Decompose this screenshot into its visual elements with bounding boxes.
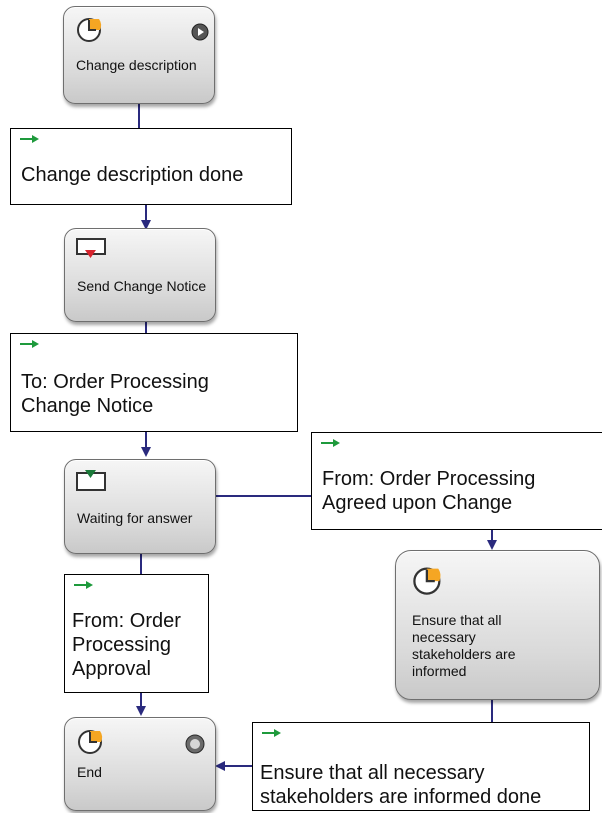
event-box-from-approval[interactable]: From: Order Processing Approval [64, 574, 209, 693]
event-text: Ensure that all necessary stakeholders a… [260, 762, 542, 808]
event-arrow-icon [321, 439, 340, 447]
clock-icon [78, 730, 103, 754]
clock-icon [77, 18, 102, 42]
event-text: Change description done [21, 164, 244, 186]
clock-icon [413, 567, 441, 595]
task-node-end[interactable]: End [64, 717, 216, 811]
task-node-ensure-stakeholders-informed[interactable]: Ensure that all necessary stakeholders a… [395, 550, 600, 700]
stop-icon[interactable] [185, 734, 205, 754]
event-arrow-icon [74, 581, 93, 589]
event-arrow-icon [20, 135, 39, 143]
event-box-from-agreed-upon-change[interactable]: From: Order Processing Agreed upon Chang… [311, 432, 602, 530]
event-text: To: Order Processing Change Notice [21, 371, 209, 417]
event-box-to-order-processing[interactable]: To: Order Processing Change Notice [10, 333, 298, 432]
event-arrow-icon [20, 340, 39, 348]
send-message-icon [76, 238, 106, 258]
task-label: Send Change Notice [77, 278, 207, 294]
task-label: Waiting for answer [77, 510, 193, 526]
task-label: End [77, 764, 102, 780]
play-icon[interactable] [191, 23, 209, 41]
task-node-send-change-notice[interactable]: Send Change Notice [64, 228, 216, 322]
event-box-ensure-informed-done[interactable]: Ensure that all necessary stakeholders a… [252, 722, 590, 811]
event-arrow-icon [262, 729, 281, 737]
task-node-waiting-for-answer[interactable]: Waiting for answer [64, 459, 216, 554]
task-node-change-description[interactable]: Change description [63, 6, 215, 104]
event-box-change-description-done[interactable]: Change description done [10, 128, 292, 205]
task-label: Ensure that all necessary stakeholders a… [412, 612, 516, 679]
event-text: From: Order Processing Approval [72, 610, 181, 680]
task-label: Change description [76, 57, 197, 73]
event-text: From: Order Processing Agreed upon Chang… [322, 468, 536, 514]
receive-message-icon [76, 470, 106, 491]
